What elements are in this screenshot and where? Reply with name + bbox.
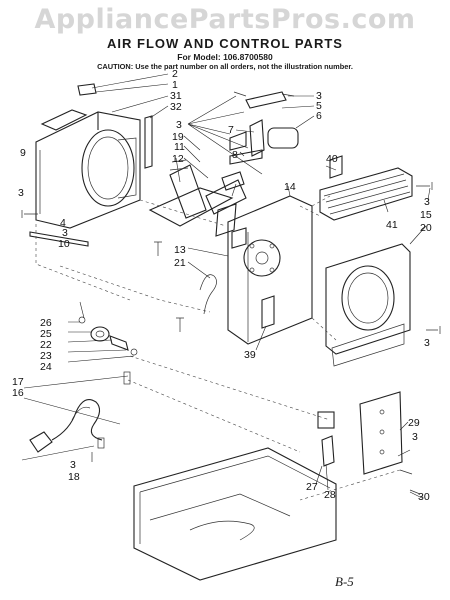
callout-28: 28	[324, 489, 336, 501]
assembly-guide-lines	[35, 195, 401, 501]
base-pan-part	[133, 447, 337, 581]
motor-bracket-part	[148, 157, 247, 237]
callout-23: 23	[40, 350, 52, 362]
terminal-bracket-part	[317, 391, 403, 475]
callout-11: 11	[174, 141, 185, 153]
callout-3-orifice: 3	[424, 337, 430, 349]
callout-9: 9	[20, 147, 26, 159]
callout-25: 25	[40, 328, 52, 340]
callout-39: 41	[386, 219, 398, 231]
callout-13: 13	[174, 244, 186, 256]
callout-20: 20	[420, 222, 432, 234]
callout-16: 16	[12, 387, 24, 399]
callout-18: 18	[68, 471, 80, 483]
callout-3-far-right: 3	[424, 196, 430, 208]
callout-7: 7	[228, 124, 234, 136]
callout-3-top: 3	[176, 119, 182, 131]
callout-21: 21	[174, 257, 186, 269]
callout-3-mid: 3	[62, 227, 68, 239]
callout-3-left: 3	[18, 187, 24, 199]
callout-4: 4	[60, 217, 66, 229]
front-panel-part	[35, 111, 141, 229]
callout-37: 40	[326, 153, 338, 165]
callout-32: 32	[170, 101, 182, 113]
callout-30: 30	[418, 491, 430, 503]
callout-2: 2	[172, 68, 178, 80]
callout-10: 10	[58, 238, 70, 250]
callout-labels: 2 1 31 32 3 19 11 12 3 5 6 7 8 14 40 9 3…	[12, 68, 432, 503]
power-cord-part	[29, 371, 131, 453]
control-knob-part	[78, 316, 138, 356]
strip-part	[29, 115, 153, 247]
callout-leader-lines	[21, 73, 431, 499]
watermark: AppliancePartsPros.com	[34, 4, 416, 35]
motor-plate-part	[199, 195, 313, 345]
callout-1: 1	[172, 79, 178, 91]
callout-36: 39	[244, 349, 256, 361]
callout-27: 27	[306, 481, 318, 493]
callout-15: 15	[420, 209, 432, 221]
callout-6: 6	[316, 110, 322, 122]
callout-3-cord: 3	[70, 459, 76, 471]
callout-5: 5	[316, 100, 322, 112]
caution-note: CAUTION: Use the part number on all orde…	[97, 62, 353, 71]
model-number: For Model: 106.8700580	[177, 52, 273, 62]
callout-3-bracket: 3	[412, 431, 418, 443]
callout-17: 17	[12, 376, 24, 388]
callout-19: 19	[172, 131, 184, 143]
callout-24: 24	[40, 361, 52, 373]
capacitor-part	[229, 91, 299, 165]
callout-3-right: 3	[316, 90, 322, 102]
coil-part	[319, 155, 413, 221]
screw-parts	[21, 91, 441, 495]
diagram-title: AIR FLOW AND CONTROL PARTS	[107, 36, 343, 51]
orifice-panel-part	[325, 243, 411, 367]
callout-8: 8	[232, 149, 238, 161]
callout-14: 14	[284, 181, 296, 193]
callout-22: 22	[40, 339, 52, 351]
callout-29: 29	[408, 417, 420, 429]
callout-26: 26	[40, 317, 52, 329]
top-block-part	[40, 83, 97, 131]
page-mark: B-5	[335, 574, 354, 589]
callout-31: 31	[170, 90, 182, 102]
callout-12: 12	[172, 153, 184, 165]
